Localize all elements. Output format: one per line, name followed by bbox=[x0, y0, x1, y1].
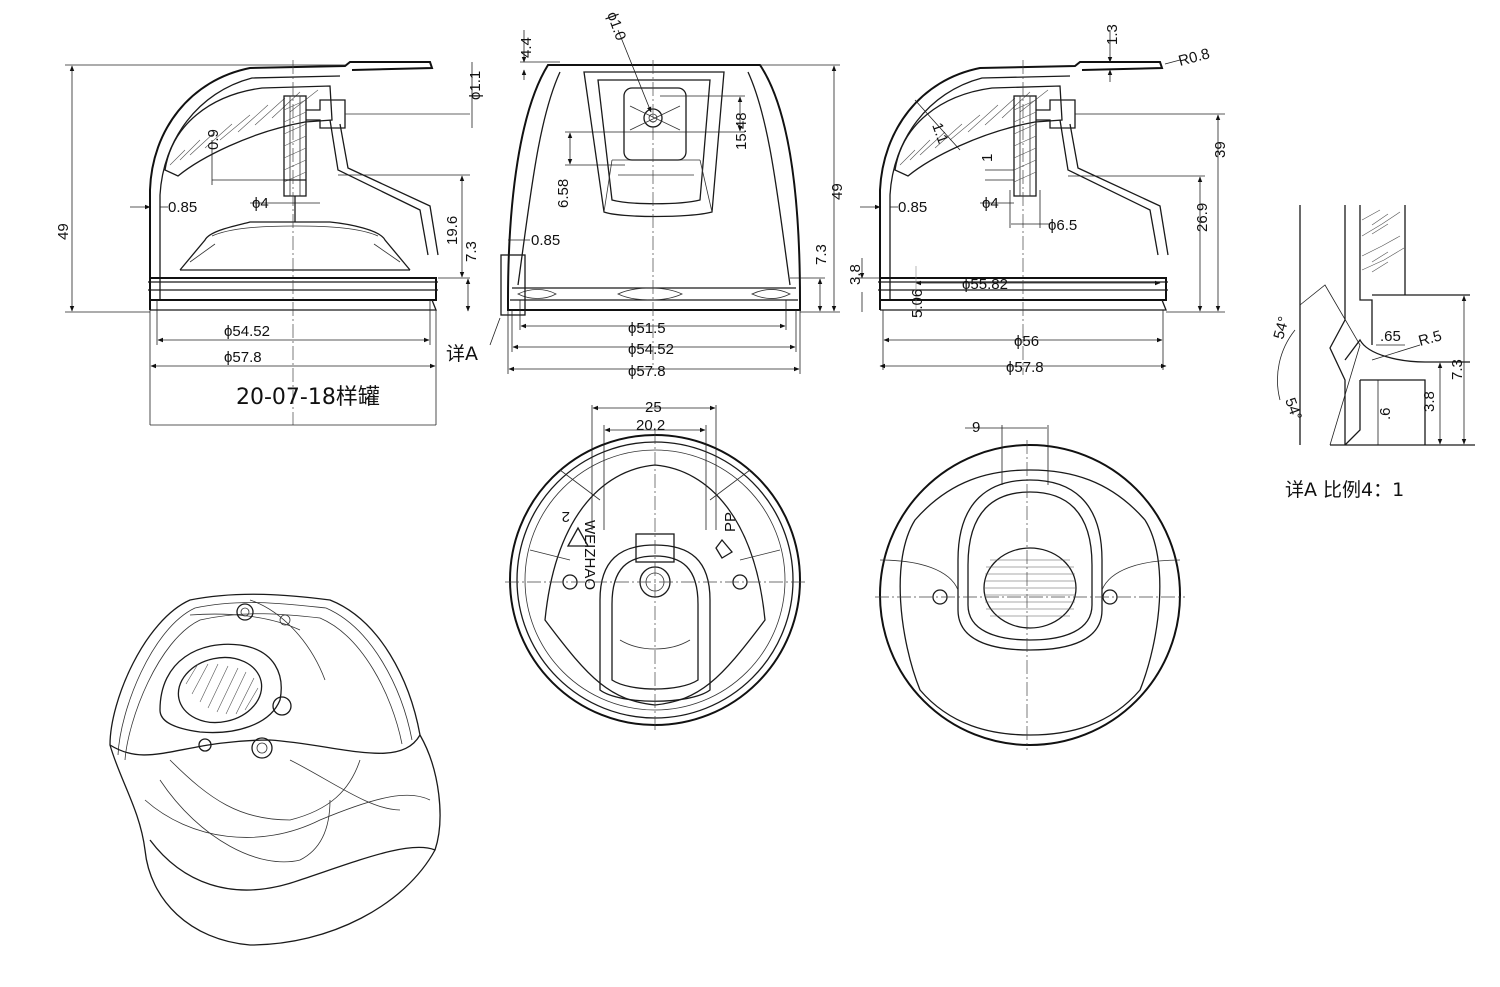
left-section-view: 49 ϕ1.1 0.9 0.85 ϕ4 19.6 7.3 ϕ54.52 ϕ57.… bbox=[55, 60, 484, 426]
right-section-view: 1.3 R0.8 1.1 39 26.9 1 0.85 ϕ4 ϕ6.5 3.8 bbox=[847, 24, 1229, 376]
dim-phi-57-8: ϕ57.8 bbox=[224, 349, 262, 366]
dim-7-3: 7.3 bbox=[463, 241, 480, 262]
dim-phi-4-right: ϕ4 bbox=[982, 195, 999, 212]
detail-ref: 详A bbox=[446, 343, 478, 365]
dim-phi-1-1: ϕ1.1 bbox=[467, 71, 484, 100]
dim-r0-5: R.5 bbox=[1417, 327, 1444, 349]
dim-7-3-front: 7.3 bbox=[813, 244, 830, 265]
dim-0-65: .65 bbox=[1380, 328, 1401, 345]
dim-25: 25 bbox=[645, 399, 662, 416]
dim-phi-4: ϕ4 bbox=[252, 195, 269, 212]
dim-1-1-right: 1.1 bbox=[928, 121, 951, 146]
dim-phi-6-5: ϕ6.5 bbox=[1048, 217, 1077, 234]
top-view: WEIZHAO 2 PP 25 20.2 bbox=[505, 399, 805, 730]
dim-0-9: 0.9 bbox=[205, 129, 222, 150]
dim-phi-56: ϕ56 bbox=[1014, 333, 1039, 350]
isometric-view bbox=[109, 593, 441, 946]
dim-phi-54-52: ϕ54.52 bbox=[224, 323, 270, 340]
dim-0-85: 0.85 bbox=[168, 199, 197, 216]
detail-a-view: 54° 54° .65 R.5 7.3 3.8 .6 详A 比例4：1 bbox=[1270, 205, 1475, 501]
dim-phi-1-0: ϕ1.0 bbox=[603, 10, 629, 43]
dim-7-3-detail: 7.3 bbox=[1449, 359, 1466, 380]
dim-15-48: 15.48 bbox=[733, 112, 750, 150]
dim-3-8-right: 3.8 bbox=[847, 264, 864, 285]
dim-0-6: .6 bbox=[1377, 407, 1394, 420]
dim-1-right: 1 bbox=[979, 154, 996, 162]
dim-49-front: 49 bbox=[829, 183, 846, 200]
dim-39: 39 bbox=[1212, 141, 1229, 158]
dim-0-85-front: 0.85 bbox=[531, 232, 560, 249]
dim-26-9: 26.9 bbox=[1194, 203, 1211, 232]
dim-r0-8: R0.8 bbox=[1177, 45, 1212, 70]
dim-20-2: 20.2 bbox=[636, 417, 665, 434]
pp-mark: PP bbox=[722, 512, 739, 532]
dim-19-6: 19.6 bbox=[444, 216, 461, 245]
dim-phi-54-52-front: ϕ54.52 bbox=[628, 341, 674, 358]
brand-mark: WEIZHAO bbox=[581, 520, 598, 590]
dim-49: 49 bbox=[55, 223, 72, 240]
dim-6-58: 6.58 bbox=[555, 179, 572, 208]
angle-54-b: 54° bbox=[1281, 396, 1305, 423]
dim-phi-57-8-right: ϕ57.8 bbox=[1006, 359, 1044, 376]
dim-9: 9 bbox=[972, 419, 980, 436]
grille-lines bbox=[984, 559, 1076, 617]
angle-54-a: 54° bbox=[1270, 315, 1292, 341]
dim-4-4: 4.4 bbox=[518, 37, 535, 58]
dim-0-85-right: 0.85 bbox=[898, 199, 927, 216]
detail-title: 详A 比例4：1 bbox=[1285, 479, 1404, 501]
dim-1-3: 1.3 bbox=[1104, 24, 1121, 45]
dim-3-8-detail: 3.8 bbox=[1421, 391, 1438, 412]
sample-label: 20-07-18样罐 bbox=[236, 385, 380, 410]
front-view: 详A ϕ1.0 4.4 15.48 6.58 49 7.3 0.85 ϕ51 bbox=[446, 10, 846, 380]
dim-5-06: 5.06 bbox=[909, 289, 926, 318]
cavity-number: 2 bbox=[562, 508, 570, 525]
bottom-view: 9 bbox=[875, 419, 1185, 750]
dim-phi-51-5: ϕ51.5 bbox=[628, 320, 666, 337]
iso-grille bbox=[185, 663, 259, 715]
dim-phi-55-82: ϕ55.82 bbox=[962, 276, 1008, 293]
dim-phi-57-8-front: ϕ57.8 bbox=[628, 363, 666, 380]
